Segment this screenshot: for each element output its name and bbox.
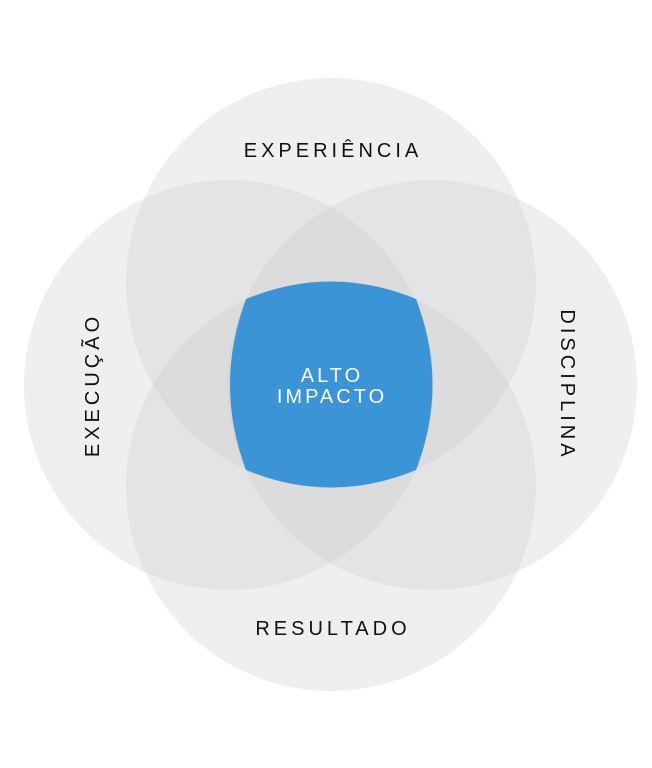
center-shape: [230, 281, 433, 488]
label-left: EXECUÇÃO: [80, 313, 104, 457]
label-bottom: RESULTADO: [255, 618, 410, 640]
label-top: EXPERIÊNCIA: [244, 139, 422, 162]
center-label-line1: ALTO: [301, 365, 363, 387]
center-label-line2: IMPACTO: [277, 386, 387, 408]
label-right: DISCIPLINA: [556, 309, 578, 460]
